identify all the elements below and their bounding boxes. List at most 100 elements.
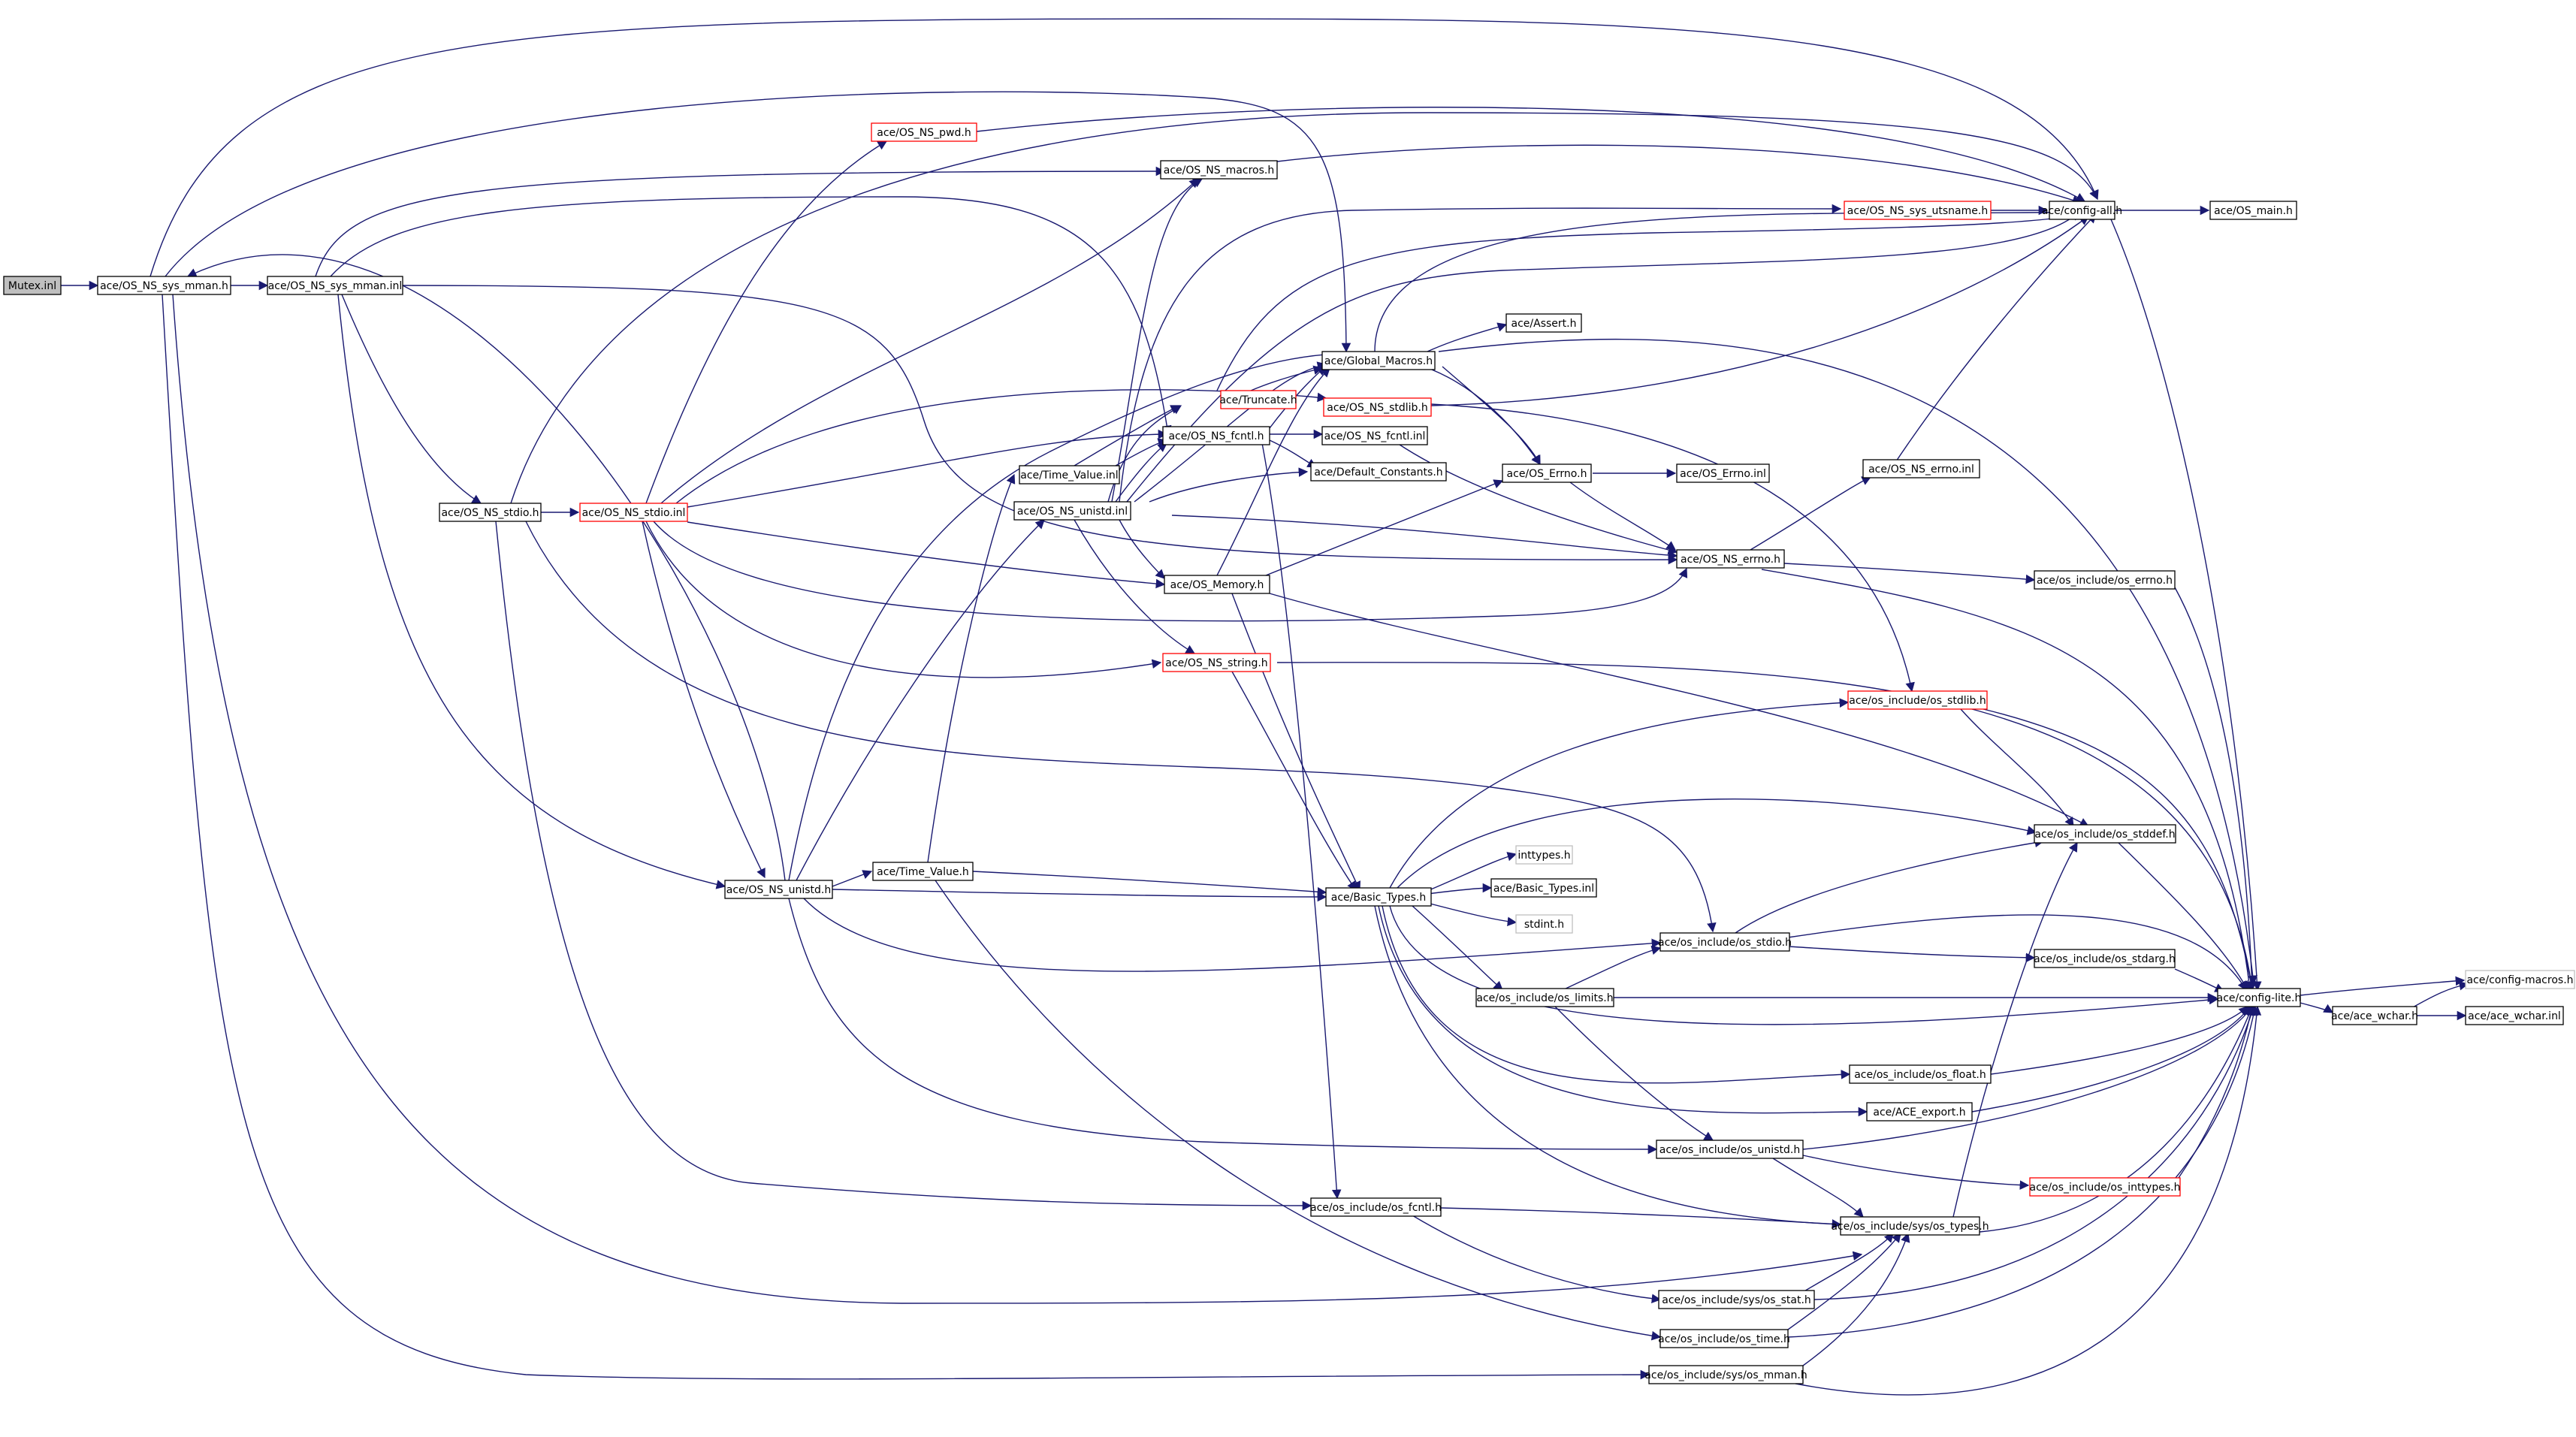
- edge-fcntl-inl-ns-errno: [1397, 442, 1678, 555]
- node-config-macros[interactable]: ace/config-macros.h: [2465, 970, 2575, 989]
- node-ace-export[interactable]: ace/ACE_export.h: [1866, 1102, 1973, 1122]
- node-config-all[interactable]: ace/config-all.h: [2042, 201, 2122, 220]
- node-default-constants[interactable]: ace/Default_Constants.h: [1310, 462, 1447, 482]
- node-unistd-inl[interactable]: ace/OS_NS_unistd.inl: [1013, 501, 1131, 521]
- node-label: ace/os_include/os_unistd.h: [1659, 1144, 1800, 1156]
- node-utsname-h[interactable]: ace/OS_NS_sys_utsname.h: [1844, 201, 1992, 220]
- node-label: ace/os_include/os_limits.h: [1476, 992, 1613, 1004]
- node-os-main[interactable]: ace/OS_main.h: [2209, 201, 2297, 220]
- node-oi-sys-types[interactable]: ace/os_include/sys/os_types.h: [1831, 1216, 1989, 1236]
- edge-global-macros-assert: [1427, 322, 1508, 352]
- node-ace-wchar-h[interactable]: ace/ace_wchar.h: [2331, 1006, 2418, 1025]
- node-oi-errno[interactable]: ace/os_include/os_errno.h: [2034, 570, 2176, 590]
- node-errno-h[interactable]: ace/OS_Errno.h: [1502, 463, 1592, 483]
- node-box: [2034, 824, 2176, 844]
- edge-stdio-inl-unistd-h: [642, 521, 766, 879]
- edge-basic-types-oi-sys-types: [1374, 905, 1842, 1229]
- node-box: [1849, 1064, 1992, 1084]
- node-label: ace/os_include/os_stdio.h: [1658, 937, 1792, 949]
- node-errno-inl[interactable]: ace/OS_Errno.inl: [1676, 463, 1770, 483]
- edge-ace-export-config-lite: [1971, 1005, 2251, 1112]
- edge-mman-inl-fcntl: [330, 196, 1172, 436]
- node-fcntl-inl[interactable]: ace/OS_NS_fcntl.inl: [1321, 426, 1428, 445]
- edge-unistd-inl-os-memory: [1119, 519, 1165, 579]
- node-box: [1321, 351, 1436, 370]
- node-box: [1658, 1290, 1815, 1309]
- edge-oi-errno-config-lite: [2174, 587, 2257, 992]
- node-macros-h[interactable]: ace/OS_NS_macros.h: [1160, 160, 1278, 180]
- node-global-macros[interactable]: ace/Global_Macros.h: [1321, 351, 1436, 370]
- node-label: ace/Basic_Types.inl: [1493, 883, 1594, 895]
- edge-oi-stdio-oi-stddef: [1735, 838, 2045, 934]
- node-oi-unistd[interactable]: ace/os_include/os_unistd.h: [1656, 1140, 1804, 1159]
- node-oi-stdio[interactable]: ace/os_include/os_stdio.h: [1658, 932, 1792, 952]
- node-truncate-h[interactable]: ace/Truncate.h: [1219, 390, 1297, 409]
- edge-global-macros-os-errno: [1442, 366, 1541, 466]
- node-fcntl-h[interactable]: ace/OS_NS_fcntl.h: [1162, 426, 1270, 445]
- node-assert-h[interactable]: ace/Assert.h: [1505, 313, 1582, 333]
- edge-os-memory-global-macros: [1216, 367, 1330, 576]
- node-label: ace/Global_Macros.h: [1324, 355, 1433, 367]
- node-oi-sys-stat[interactable]: ace/os_include/sys/os_stat.h: [1658, 1290, 1815, 1309]
- node-oi-stddef[interactable]: ace/os_include/os_stddef.h: [2034, 824, 2176, 844]
- node-ns-errno-inl[interactable]: ace/OS_NS_errno.inl: [1862, 459, 1980, 478]
- node-oi-limits[interactable]: ace/os_include/os_limits.h: [1475, 988, 1614, 1007]
- edge-stdio-h-oi-stdio: [525, 521, 1717, 933]
- node-ns-errno-h[interactable]: ace/OS_NS_errno.h: [1676, 549, 1785, 569]
- node-box: [3, 276, 62, 295]
- node-label: ace/ace_wchar.h: [2331, 1010, 2418, 1022]
- node-box: [267, 276, 403, 295]
- node-stdio-h[interactable]: ace/OS_NS_stdio.h: [439, 503, 542, 522]
- node-basic-types-h[interactable]: ace/Basic_Types.h: [1325, 887, 1432, 907]
- edge-unistd-h-oi-unistd: [788, 898, 1658, 1155]
- node-ns-unistd-h[interactable]: ace/OS_NS_unistd.h: [724, 880, 833, 899]
- node-oi-fcntl[interactable]: ace/os_include/os_fcntl.h: [1310, 1197, 1442, 1217]
- node-label: ace/os_include/os_float.h: [1854, 1069, 1986, 1081]
- node-label: ace/os_include/sys/os_stat.h: [1662, 1294, 1811, 1306]
- node-ace-wchar-inl[interactable]: ace/ace_wchar.inl: [2465, 1006, 2564, 1025]
- edge-basic-types-inttypes: [1427, 852, 1518, 892]
- node-label: ace/OS_NS_sys_mman.h: [100, 280, 228, 292]
- node-sys-mman-h[interactable]: ace/OS_NS_sys_mman.h: [97, 276, 231, 295]
- node-box: [1656, 1140, 1804, 1159]
- edge-sys-mman-global-macros: [165, 91, 1351, 353]
- node-oi-float[interactable]: ace/os_include/os_float.h: [1849, 1064, 1992, 1084]
- edge-oi-sys-types-config-lite: [1979, 1005, 2254, 1233]
- node-ns-string[interactable]: ace/OS_NS_string.h: [1162, 653, 1271, 672]
- node-label: ace/os_include/os_inttypes.h: [2030, 1182, 2181, 1194]
- node-label: ace/os_include/os_errno.h: [2037, 575, 2173, 587]
- node-oi-stdlib[interactable]: ace/os_include/os_stdlib.h: [1847, 690, 1988, 710]
- node-label: ace/config-lite.h: [2217, 992, 2302, 1004]
- edge-stdio-inl-fcntl: [687, 429, 1168, 508]
- node-oi-time[interactable]: ace/os_include/os_time.h: [1658, 1329, 1790, 1348]
- node-stdint[interactable]: stdint.h: [1515, 914, 1573, 934]
- edge-unistd-inl-truncate: [1107, 405, 1182, 503]
- node-box: [2209, 201, 2297, 220]
- node-label: ace/ACE_export.h: [1873, 1106, 1965, 1119]
- node-basic-types-inl[interactable]: ace/Basic_Types.inl: [1490, 878, 1597, 898]
- edge-basic-types-oi-stdlib: [1389, 698, 1850, 889]
- node-oi-stdarg[interactable]: ace/os_include/os_stdarg.h: [2034, 949, 2176, 968]
- node-sys-mman-inl[interactable]: ace/OS_NS_sys_mman.inl: [267, 276, 403, 295]
- edge-ace-wchar-config-macros: [2411, 981, 2469, 1009]
- node-time-value-inl[interactable]: ace/Time_Value.inl: [1019, 465, 1120, 485]
- node-time-value-h[interactable]: ace/Time_Value.h: [872, 862, 974, 881]
- edge-oi-time-oi-sys-types: [1787, 1233, 1901, 1330]
- node-os-memory[interactable]: ace/OS_Memory.h: [1164, 575, 1270, 594]
- edge-ns-errno-config-lite: [1761, 569, 2254, 992]
- edge-oi-sys-types-oi-stddef: [1952, 841, 2078, 1218]
- node-oi-sys-mman[interactable]: ace/os_include/sys/os_mman.h: [1644, 1365, 1807, 1384]
- node-oi-inttypes[interactable]: ace/os_include/os_inttypes.h: [2029, 1177, 2181, 1197]
- node-mutex-inl[interactable]: Mutex.inl: [3, 276, 62, 295]
- node-pwd-h[interactable]: ace/OS_NS_pwd.h: [871, 122, 977, 142]
- node-stdio-inl[interactable]: ace/OS_NS_stdio.inl: [579, 503, 688, 522]
- node-box: [1659, 932, 1790, 952]
- node-inttypes[interactable]: inttypes.h: [1515, 845, 1573, 865]
- node-stdlib-h[interactable]: ace/OS_NS_stdlib.h: [1323, 397, 1432, 417]
- node-label: inttypes.h: [1518, 850, 1570, 862]
- node-box: [1862, 459, 1980, 478]
- node-label: ace/os_include/sys/os_types.h: [1831, 1221, 1989, 1233]
- edge-oi-float-config-lite: [1990, 1006, 2248, 1075]
- node-config-lite[interactable]: ace/config-lite.h: [2217, 988, 2302, 1007]
- node-label: ace/OS_NS_pwd.h: [877, 127, 971, 139]
